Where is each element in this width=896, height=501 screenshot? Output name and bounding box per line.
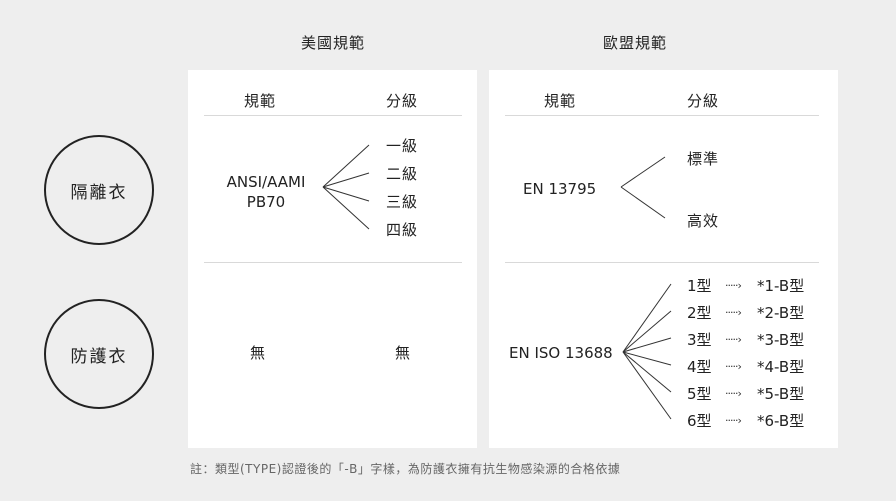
- eu-type-1: 1型: [687, 277, 712, 295]
- eu-arrow-2: ·····›: [725, 306, 742, 319]
- eu-b-type-2: *2-B型: [757, 304, 805, 322]
- us-standard-column-header: 規範: [244, 92, 277, 110]
- eu-arrow-6: ·····›: [725, 414, 742, 427]
- eu-type-5: 5型: [687, 385, 712, 403]
- eu-arrow-1: ·····›: [725, 279, 742, 292]
- eu-type-2: 2型: [687, 304, 712, 322]
- us-level-2: 二級: [386, 165, 419, 183]
- us-isolation-standard: ANSI/AAMI PB70: [206, 172, 326, 212]
- eu-protective-standard: EN ISO 13688: [509, 344, 613, 362]
- us-level-1: 一級: [386, 137, 419, 155]
- eu-arrow-4: ·····›: [725, 360, 742, 373]
- eu-b-type-1: *1-B型: [757, 277, 805, 295]
- eu-type-3: 3型: [687, 331, 712, 349]
- us-level-4: 四級: [386, 221, 419, 239]
- us-isolation-standard-line1: ANSI/AAMI: [226, 173, 306, 191]
- us-header-divider: [204, 115, 462, 116]
- us-protective-grade: 無: [395, 344, 411, 362]
- eu-header-divider: [505, 115, 819, 116]
- us-isolation-branch-lines: [322, 144, 370, 230]
- us-row-divider: [204, 262, 462, 263]
- eu-b-type-4: *4-B型: [757, 358, 805, 376]
- eu-isolation-standard: EN 13795: [523, 180, 597, 198]
- eu-panel: 規範 分級 EN 13795 標準 高效 EN ISO 13688 1型 2型 …: [489, 70, 838, 448]
- eu-type-6: 6型: [687, 412, 712, 430]
- eu-branch-lines: [620, 156, 672, 420]
- us-protective-standard: 無: [250, 344, 266, 362]
- us-grade-column-header: 分級: [386, 92, 419, 110]
- eu-standard-column-header: 規範: [544, 92, 577, 110]
- eu-arrow-3: ·····›: [725, 333, 742, 346]
- eu-level-standard: 標準: [687, 150, 720, 168]
- eu-level-high: 高效: [687, 212, 720, 230]
- eu-standard-header: 歐盟規範: [602, 34, 667, 52]
- protective-suit-label: 防護衣: [70, 346, 128, 367]
- us-level-3: 三級: [386, 193, 419, 211]
- eu-grade-column-header: 分級: [687, 92, 720, 110]
- eu-b-type-6: *6-B型: [757, 412, 805, 430]
- eu-row-divider: [505, 262, 819, 263]
- us-isolation-standard-line2: PB70: [246, 193, 286, 211]
- eu-b-type-3: *3-B型: [757, 331, 805, 349]
- us-panel: 規範 分級 ANSI/AAMI PB70 一級 二級 三級 四級 無 無: [188, 70, 477, 448]
- eu-arrow-5: ·····›: [725, 387, 742, 400]
- protective-suit-circle: 防護衣: [44, 299, 154, 409]
- us-standard-header: 美國規範: [300, 34, 365, 52]
- eu-type-4: 4型: [687, 358, 712, 376]
- isolation-gown-circle: 隔離衣: [44, 135, 154, 245]
- footnote: 註：類型(TYPE)認證後的「-B」字樣，為防護衣擁有抗生物感染源的合格依據: [190, 462, 621, 476]
- isolation-gown-label: 隔離衣: [70, 182, 128, 203]
- eu-b-type-5: *5-B型: [757, 385, 805, 403]
